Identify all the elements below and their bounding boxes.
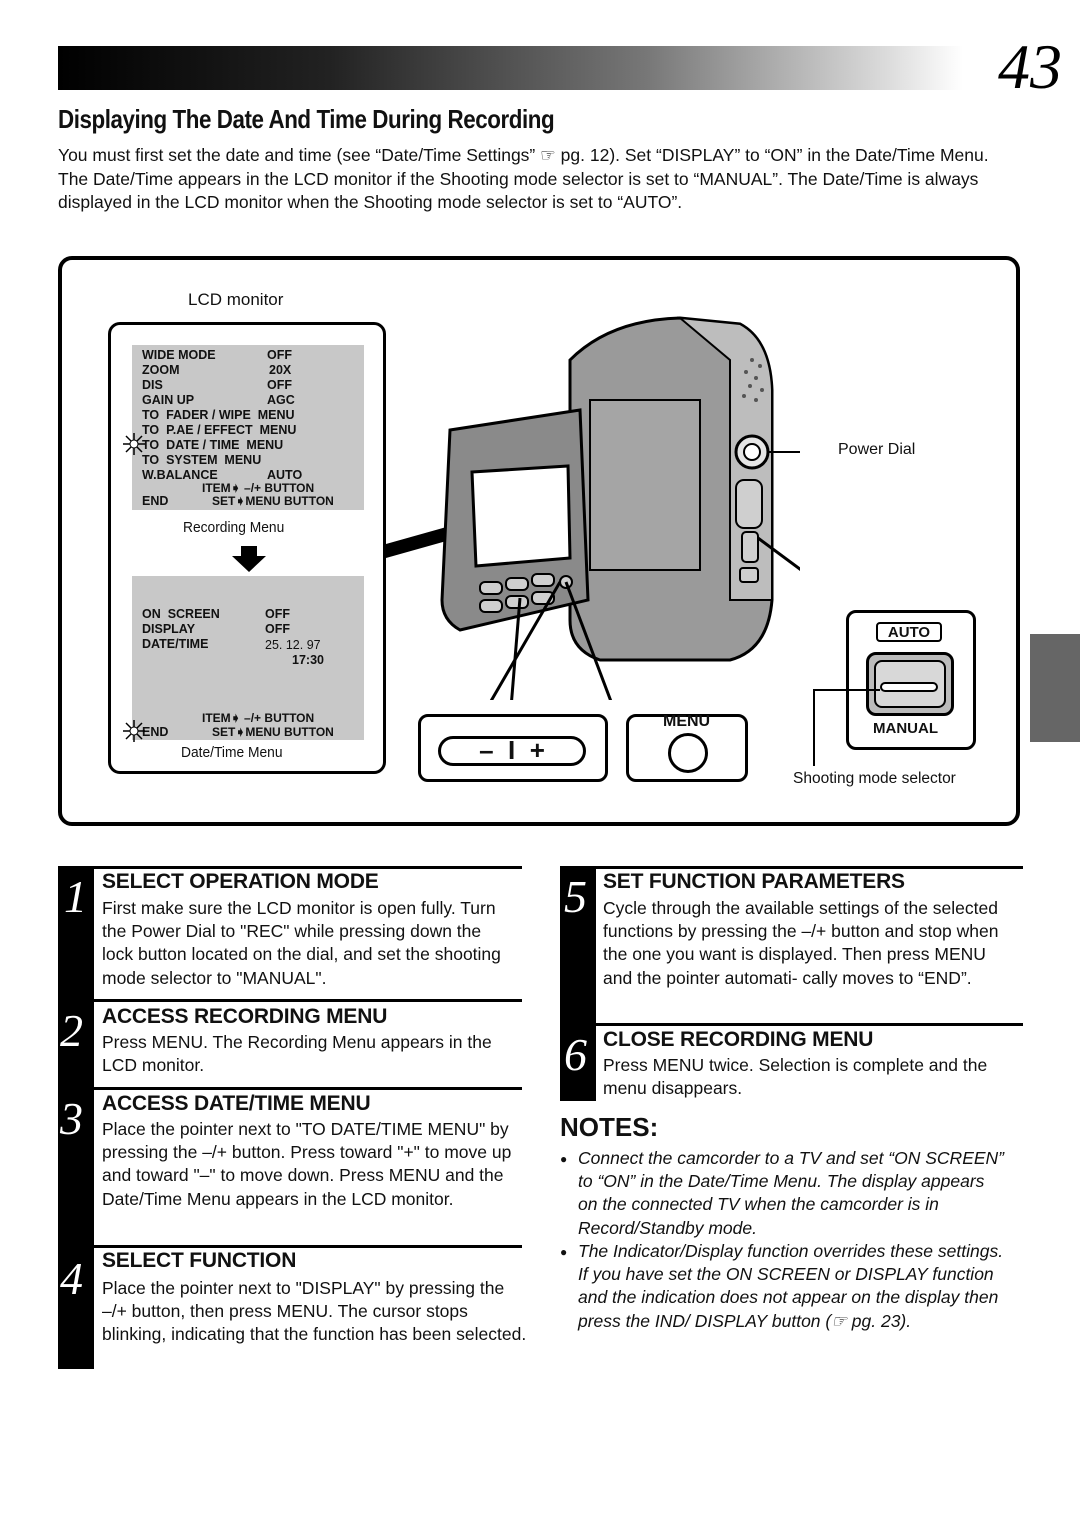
step-heading: SELECT OPERATION MODE xyxy=(102,870,379,893)
rec-row-item: TO FADER / WIPE MENU xyxy=(142,408,295,422)
rec-row-item: W.BALANCE xyxy=(142,468,218,482)
step-heading: CLOSE RECORDING MENU xyxy=(603,1028,874,1051)
dt-row-value: 25. 12. 97 xyxy=(265,638,321,652)
minus-plus-button-box xyxy=(418,714,608,782)
manual-label: MANUAL xyxy=(873,720,938,737)
rec-row-item-selected: TO DATE / TIME MENU xyxy=(142,438,284,452)
step-heading: ACCESS DATE/TIME MENU xyxy=(102,1092,371,1115)
rec-row-item: TO P.AE / EFFECT MENU xyxy=(142,423,297,437)
selector-pointer-line xyxy=(813,689,880,766)
menu-button xyxy=(668,733,708,773)
rec-row-item: GAIN UP xyxy=(142,393,195,407)
dt-row-value: OFF xyxy=(265,622,290,636)
page-number: 43 xyxy=(998,31,1062,102)
rec-item-hint: ITEM➧ –/+ BUTTON xyxy=(202,481,315,495)
recording-menu-caption: Recording Menu xyxy=(183,519,285,536)
rec-row-value: OFF xyxy=(267,378,292,392)
down-arrow-icon xyxy=(232,546,266,572)
shooting-mode-selector-label: Shooting mode selector xyxy=(793,770,956,787)
step-number: 4 xyxy=(60,1253,83,1304)
step-number: 6 xyxy=(564,1029,587,1080)
step-text: Place the pointer next to "DISPLAY" by p… xyxy=(102,1278,527,1345)
step-number: 1 xyxy=(64,871,87,922)
rec-row-value: AUTO xyxy=(267,468,303,482)
step-text: Place the pointer next to "TO DATE/TIME … xyxy=(102,1119,512,1209)
datetime-menu-screen: ON SCREEN OFF DISPLAY OFF DATE/TIME 25. … xyxy=(132,576,364,740)
step-number: 2 xyxy=(60,1005,83,1056)
step-heading: ACCESS RECORDING MENU xyxy=(102,1005,388,1028)
rec-row-item: TO SYSTEM MENU xyxy=(142,453,262,467)
menu-button-label: MENU xyxy=(663,713,711,730)
pointer-sparkle-icon xyxy=(123,720,145,742)
step-text: Press MENU twice. Selection is complete … xyxy=(603,1055,988,1099)
step-rule xyxy=(94,1087,522,1090)
step-text: Cycle through the available settings of … xyxy=(603,898,999,988)
dt-end-label: END xyxy=(142,725,169,739)
shooting-mode-slider xyxy=(880,682,938,692)
step-rule xyxy=(560,866,1023,869)
step-text: First make sure the LCD monitor is open … xyxy=(102,898,501,988)
menu-button-box xyxy=(626,714,748,782)
step-rule xyxy=(94,1245,522,1248)
lcd-monitor-label: LCD monitor xyxy=(188,290,284,309)
dt-row-item: ON SCREEN xyxy=(142,607,220,621)
step-number: 5 xyxy=(564,871,587,922)
rec-row-value: AGC xyxy=(267,393,295,407)
side-tab xyxy=(1030,634,1080,742)
step-rule xyxy=(596,1023,1023,1026)
note-item: Connect the camcorder to a TV and set “O… xyxy=(578,1148,1004,1238)
header-bar xyxy=(58,46,963,90)
shooting-mode-selector-box xyxy=(846,610,976,750)
rec-end-label: END xyxy=(142,494,169,508)
figure-box xyxy=(58,256,1020,826)
step-rule xyxy=(94,999,522,1002)
rec-row-value: 20X xyxy=(269,363,292,377)
step-side-bar xyxy=(58,869,94,1369)
rec-row-item: DIS xyxy=(142,378,163,392)
minus-plus-button: – I + xyxy=(438,736,586,766)
rec-row-item: ZOOM xyxy=(142,363,180,377)
note-item: The Indicator/Display function overrides… xyxy=(578,1241,1004,1331)
intro-paragraph: You must first set the date and time (se… xyxy=(58,145,989,212)
dt-item-hint: ITEM➧ –/+ BUTTON xyxy=(202,711,315,725)
dt-row-item: DISPLAY xyxy=(142,622,196,636)
rec-row-item: WIDE MODE xyxy=(142,348,216,362)
rec-set-hint: SET➧MENU BUTTON xyxy=(212,494,334,508)
datetime-menu-caption: Date/Time Menu xyxy=(181,744,283,761)
dt-set-hint: SET➧MENU BUTTON xyxy=(212,725,334,739)
recording-menu-screen: WIDE MODE OFF ZOOM 20X DIS OFF GAIN UP A… xyxy=(132,345,364,510)
step-side-bar xyxy=(560,869,596,1101)
pointer-sparkle-icon xyxy=(123,433,145,455)
step-rule xyxy=(58,866,522,869)
page-title: Displaying The Date And Time During Reco… xyxy=(58,104,555,134)
dt-time-value: 17:30 xyxy=(292,653,324,667)
step-number: 3 xyxy=(60,1093,83,1144)
step-text: Press MENU. The Recording Menu appears i… xyxy=(102,1032,492,1076)
dt-row-value: OFF xyxy=(265,607,290,621)
bullet-icon: ● xyxy=(560,1245,568,1259)
notes-heading: NOTES: xyxy=(560,1112,659,1142)
dt-row-item: DATE/TIME xyxy=(142,637,209,651)
power-dial-label: Power Dial xyxy=(838,441,916,458)
bullet-icon: ● xyxy=(560,1152,568,1166)
rec-row-value: OFF xyxy=(267,348,292,362)
step-heading: SET FUNCTION PARAMETERS xyxy=(603,870,905,893)
step-heading: SELECT FUNCTION xyxy=(102,1249,297,1272)
auto-label: AUTO xyxy=(876,622,942,642)
camcorder-illustration xyxy=(386,316,800,700)
